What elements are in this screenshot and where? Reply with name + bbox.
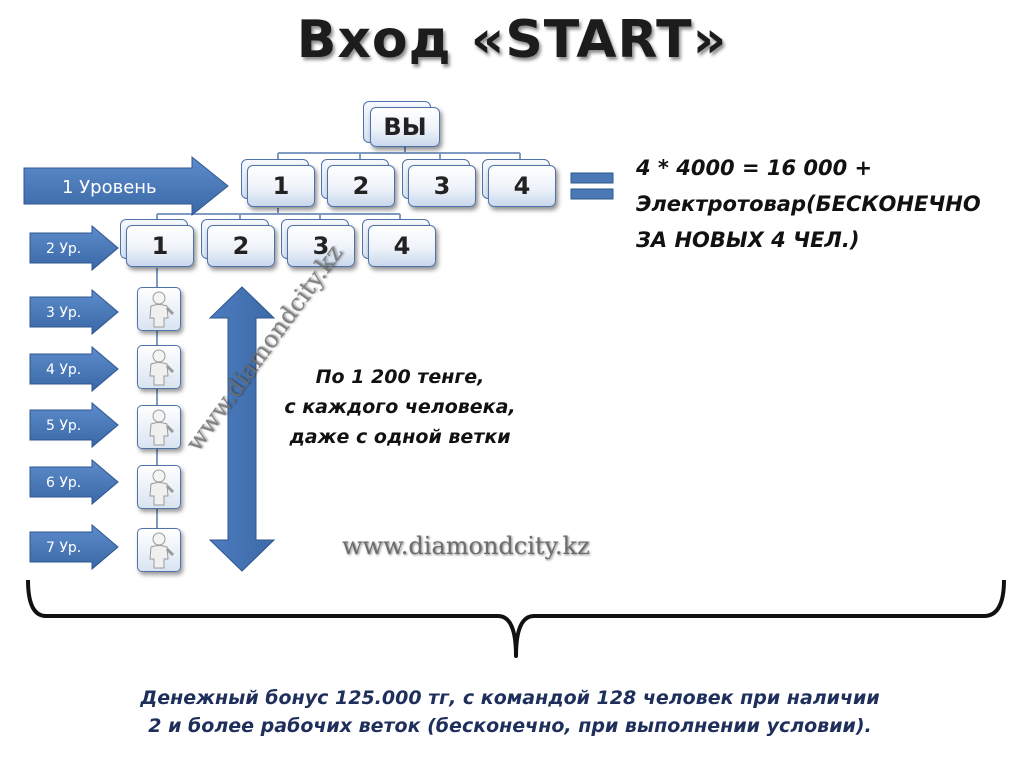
person-figure-icon <box>149 532 175 569</box>
cash-bonus-line1: Денежный бонус 125.000 тг, с командой 12… <box>140 687 880 709</box>
level4-arrow-label: 4 Ур. <box>46 362 82 378</box>
per-person-bonus-line2: с каждого человека, <box>284 396 516 418</box>
level1-node-3: 3 <box>408 165 476 207</box>
per-person-bonus-text: По 1 200 тенге, с каждого человека, даже… <box>270 362 530 452</box>
level1-arrow-shape <box>23 155 229 217</box>
cash-bonus-line2: 2 и более рабочих веток (бесконечно, при… <box>148 715 872 737</box>
person-figure-icon <box>149 409 175 446</box>
level2-arrow-shape <box>29 224 119 272</box>
level1-node-2: 2 <box>327 165 395 207</box>
level7-arrow-shape <box>29 523 119 571</box>
level2-node-1: 1 <box>126 225 194 267</box>
level3-person-node <box>137 287 181 331</box>
level1-node-1: 1 <box>247 165 315 207</box>
level1-bonus-line3: ЗА НОВЫХ 4 ЧЕЛ.) <box>636 228 860 252</box>
level6-person-node <box>137 465 181 509</box>
per-person-bonus-line3: даже с одной ветки <box>289 426 511 448</box>
level3-arrow-label: 3 Ур. <box>46 305 82 321</box>
level1-bonus-line2: Электротовар(БЕСКОНЕЧНО <box>636 192 981 216</box>
bottom-brace <box>26 579 1006 658</box>
level7-arrow-label: 7 Ур. <box>46 540 82 556</box>
level3-arrow-shape <box>29 288 119 336</box>
per-person-bonus-line1: По 1 200 тенге, <box>315 366 485 388</box>
level2-node-3: 3 <box>287 225 355 267</box>
person-figure-icon <box>149 469 175 506</box>
level1-arrow-label: 1 Уровень <box>62 176 157 198</box>
watermark-horizontal: www.diamondcity.kz <box>342 532 590 560</box>
level1-bonus-line1: 4 * 4000 = 16 000 + <box>636 156 873 180</box>
level2-node-2: 2 <box>207 225 275 267</box>
person-figure-icon <box>149 291 175 328</box>
cash-bonus-text: Денежный бонус 125.000 тг, с командой 12… <box>60 684 960 740</box>
level5-person-node <box>137 405 181 449</box>
level5-arrow-label: 5 Ур. <box>46 418 82 434</box>
person-figure-icon <box>149 349 175 386</box>
level1-bonus-text: 4 * 4000 = 16 000 + Электротовар(БЕСКОНЕ… <box>636 150 1016 258</box>
level2-node-4: 4 <box>368 225 436 267</box>
level5-arrow-shape <box>29 401 119 449</box>
equals-icon <box>570 172 614 200</box>
level6-arrow-label: 6 Ур. <box>46 475 82 491</box>
level1-node-4: 4 <box>488 165 556 207</box>
root-node-you: ВЫ <box>370 107 440 147</box>
level4-arrow-shape <box>29 345 119 393</box>
vertical-double-arrow <box>208 286 276 572</box>
level6-arrow-shape <box>29 458 119 506</box>
level4-person-node <box>137 345 181 389</box>
level7-person-node <box>137 528 181 572</box>
page-title: Вход «START» <box>296 10 728 70</box>
level2-arrow-label: 2 Ур. <box>46 241 82 257</box>
